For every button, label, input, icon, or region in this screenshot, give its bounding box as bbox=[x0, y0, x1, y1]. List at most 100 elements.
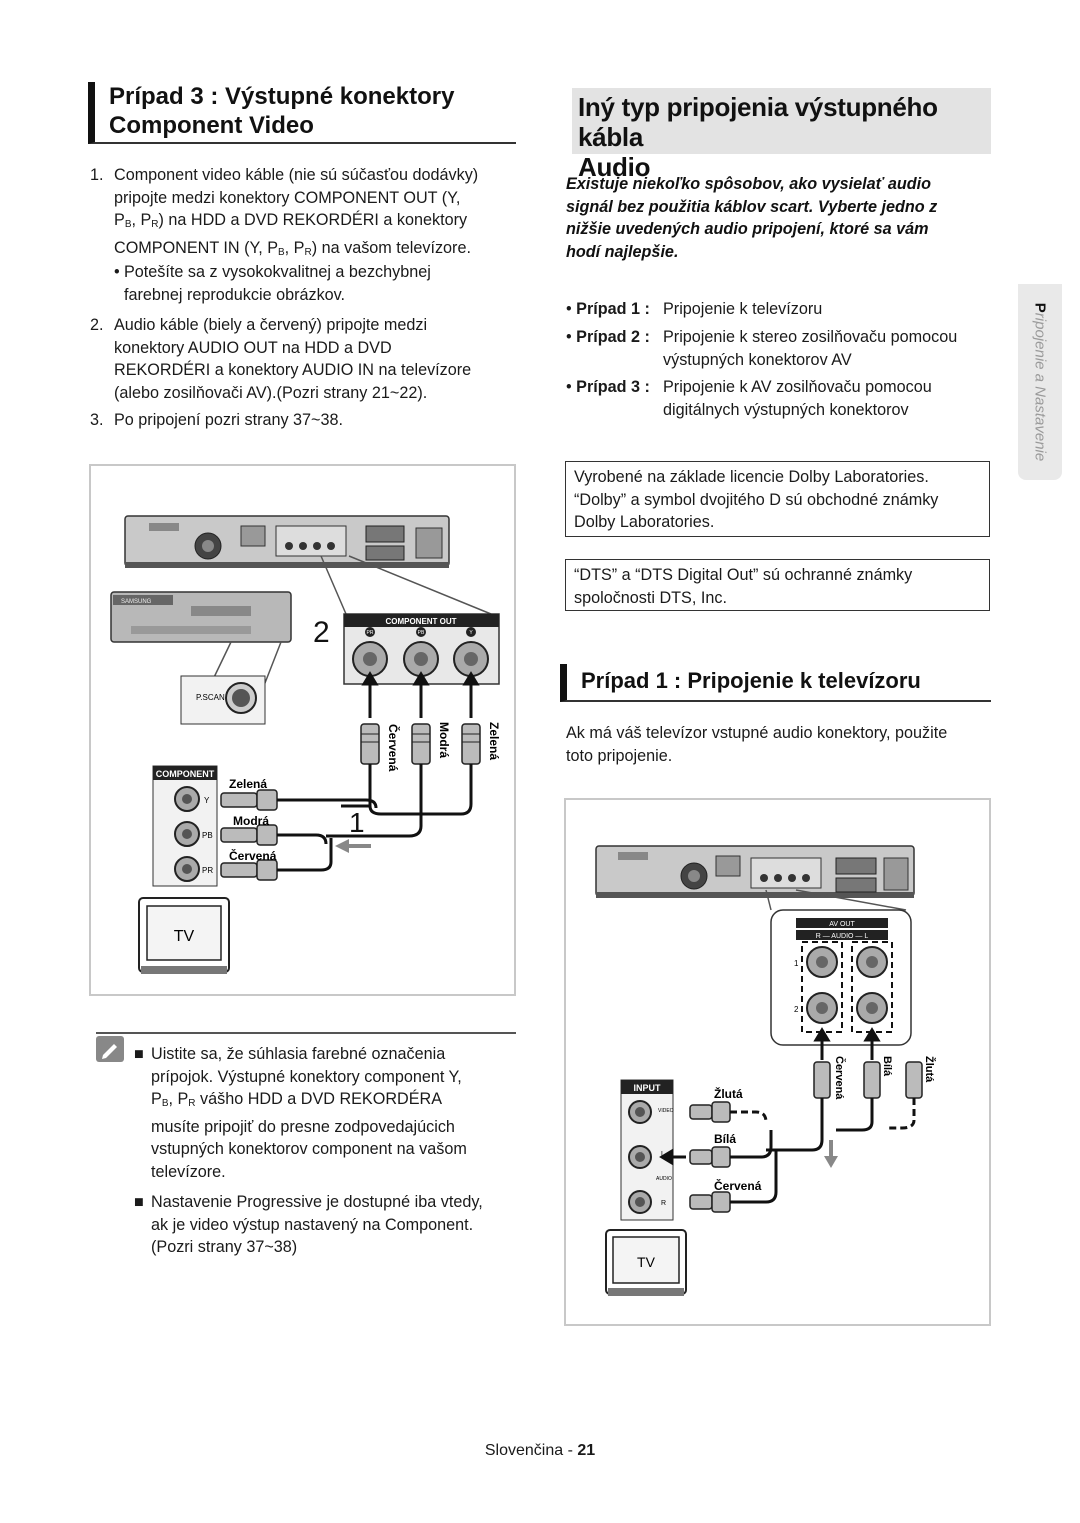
av-out-label: AV OUT bbox=[829, 921, 855, 928]
step-line: Audio káble (biely a červený) pripojte m… bbox=[114, 316, 428, 334]
step-line: Component video káble (nie sú súčasťou d… bbox=[114, 166, 479, 184]
step-line: pripojte medzi konektory COMPONENT OUT (… bbox=[114, 188, 461, 207]
chapter-side-tab: Pripojenie a Nastavenie bbox=[1018, 284, 1062, 480]
label-zelena: Zelená bbox=[229, 777, 267, 791]
note-item: ■ Nastavenie Progressive je dostupné iba… bbox=[134, 1191, 524, 1259]
bullet-1: • Potešíte sa z vysokokvalitnej a bezchy… bbox=[114, 261, 524, 306]
step-number: 1. bbox=[90, 166, 104, 184]
dolby-line: Vyrobené na základe licencie Dolby Labor… bbox=[574, 468, 929, 486]
description-line: toto pripojenie. bbox=[566, 746, 673, 765]
notes-list: ■ Uistite sa, že súhlasia farebné označe… bbox=[134, 1043, 524, 1263]
case-3: • Prípad 3 : Pripojenie k AV zosilňovaču… bbox=[566, 376, 932, 419]
note-line: prípojok. Výstupné konektory component Y… bbox=[151, 1067, 462, 1086]
component-diagram-svg: SAMSUNG 2 COMPONENT OUT PR PB Y P.SCAN bbox=[110, 515, 501, 974]
heading-line-2: Audio bbox=[578, 152, 651, 182]
label-zelena-vertical: Zelená bbox=[487, 722, 501, 760]
intro-line: signál bez použitia káblov scart. Vybert… bbox=[566, 197, 938, 216]
section-heading-audio: Iný typ pripojenia výstupného kábla Audi… bbox=[572, 88, 991, 182]
step-line: (alebo zosilňovači AV).(Pozri strany 21~… bbox=[114, 383, 428, 402]
bullet-line: farebnej reprodukcie obrázkov. bbox=[124, 285, 346, 304]
case-1-description: Ak má váš televízor vstupné audio konekt… bbox=[566, 722, 986, 767]
r-jack-label: R bbox=[661, 1200, 666, 1207]
section-heading-component-video: Prípad 3 : Výstupné konektory Component … bbox=[88, 82, 516, 144]
page-number: 21 bbox=[577, 1442, 596, 1459]
note-line: ak je video výstup nastavený na Componen… bbox=[151, 1215, 474, 1234]
square-bullet-icon: ■ bbox=[134, 1045, 144, 1063]
intro-line: hodí najlepšie. bbox=[566, 242, 679, 261]
note-pencil-icon bbox=[96, 1036, 124, 1062]
component-out-label: COMPONENT OUT bbox=[385, 617, 456, 626]
note-line: televízore. bbox=[151, 1162, 226, 1181]
case-text: výstupných konektorov AV bbox=[663, 350, 852, 369]
bullet-dot: • bbox=[114, 263, 120, 281]
jack-pb-label: PB bbox=[418, 630, 425, 636]
label-zluta-vertical: Žlutá bbox=[923, 1056, 936, 1083]
case-text: Pripojenie k televízoru bbox=[663, 300, 823, 318]
heading-line-1: Prípad 3 : Výstupné konektory bbox=[109, 83, 455, 110]
case-label: Prípad 3 : bbox=[576, 378, 650, 396]
audio-connection-diagram: AV OUT R — AUDIO — L 1 2 Červená Bílá Žl… bbox=[564, 798, 991, 1326]
dts-notice: “DTS” a “DTS Digital Out” sú ochranné zn… bbox=[565, 559, 990, 611]
l-jack-label: L bbox=[661, 1151, 665, 1158]
cases-list: • Prípad 1 : Pripojenie k televízoru • P… bbox=[566, 298, 996, 428]
audio-diagram-svg: AV OUT R — AUDIO — L 1 2 Červená Bílá Žl… bbox=[595, 845, 936, 1296]
case-label: Prípad 2 : bbox=[576, 328, 650, 346]
bullet-dot: • bbox=[566, 328, 577, 346]
jack-pr-input: PR bbox=[202, 866, 213, 875]
audio-rl-label: R — AUDIO — L bbox=[816, 933, 869, 940]
bullet-line: Potešíte sa z vysokokvalitnej a bezchybn… bbox=[124, 263, 431, 281]
audio-jack-label: AUDIO bbox=[656, 1176, 672, 1182]
label-zluta: Žlutá bbox=[714, 1086, 743, 1101]
chapter-side-label: Pripojenie a Nastavenie bbox=[1032, 303, 1049, 461]
jack-pr-label: PR bbox=[367, 630, 374, 636]
label-bila-vertical: Bílá bbox=[881, 1056, 893, 1077]
case-1: • Prípad 1 : Pripojenie k televízoru bbox=[566, 298, 822, 321]
tv-label: TV bbox=[637, 1254, 656, 1270]
dolby-notice: Vyrobené na základe licencie Dolby Labor… bbox=[565, 461, 990, 537]
pscan-label: P.SCAN bbox=[196, 693, 225, 702]
label-modra-vertical: Modrá bbox=[437, 722, 451, 758]
intro-line: nižšie uvedených audio pripojení, ktoré … bbox=[566, 220, 929, 238]
jack-y-label: Y bbox=[469, 630, 473, 636]
step-line: Po pripojení pozri strany 37~38. bbox=[114, 411, 344, 429]
note-line: musíte pripojiť do presne zodpovedajúcic… bbox=[151, 1117, 455, 1136]
component-video-diagram: SAMSUNG 2 COMPONENT OUT PR PB Y P.SCAN bbox=[89, 464, 516, 996]
step-1-number: 1 bbox=[349, 807, 365, 838]
label-cervena-vertical: Červená bbox=[833, 1056, 846, 1100]
page-footer: Slovenčina - 21 bbox=[0, 1442, 1080, 1460]
label-cervena: Červená bbox=[229, 848, 277, 863]
label-cervena: Červená bbox=[714, 1178, 762, 1193]
video-jack-label: VIDEO bbox=[658, 1108, 674, 1114]
case-text: digitálnych výstupných konektorov bbox=[663, 400, 909, 419]
description-line: Ak má váš televízor vstupné audio konekt… bbox=[566, 724, 948, 742]
step-line: COMPONENT IN (Y, PB, PR) na vašom televí… bbox=[114, 238, 471, 258]
row-2-label: 2 bbox=[794, 1005, 799, 1014]
case-text: Pripojenie k AV zosilňovaču pomocou bbox=[663, 378, 932, 396]
step-number: 3. bbox=[90, 411, 104, 429]
dts-line: “DTS” a “DTS Digital Out” sú ochranné zn… bbox=[574, 566, 913, 584]
bullet-dot: • bbox=[566, 300, 577, 318]
notes-divider bbox=[96, 1032, 516, 1034]
label-bila: Bílá bbox=[714, 1132, 736, 1146]
step-line: REKORDÉRI a konektory AUDIO IN na televí… bbox=[114, 361, 472, 379]
step-line: PB, PR) na HDD a DVD REKORDÉRI a konekto… bbox=[114, 211, 468, 230]
note-item: ■ Uistite sa, že súhlasia farebné označe… bbox=[134, 1043, 524, 1183]
row-1-label: 1 bbox=[794, 959, 799, 968]
intro-paragraph: Existuje niekoľko spôsobov, ako vysielať… bbox=[566, 173, 984, 263]
dts-line: spoločnosti DTS, Inc. bbox=[574, 588, 727, 607]
heading-line-2: Component Video bbox=[109, 112, 314, 139]
steps-list: 1. Component video káble (nie sú súčasťo… bbox=[90, 164, 520, 444]
note-line: vstupných konektorov component na vašom bbox=[151, 1140, 467, 1158]
square-bullet-icon: ■ bbox=[134, 1193, 144, 1211]
step-number: 2. bbox=[90, 316, 104, 334]
tv-label: TV bbox=[174, 928, 195, 945]
samsung-logo: SAMSUNG bbox=[121, 599, 152, 605]
chapter-text: ripojenie a Nastavenie bbox=[1031, 312, 1049, 462]
intro-line: Existuje niekoľko spôsobov, ako vysielať… bbox=[566, 175, 932, 193]
case-2: • Prípad 2 : Pripojenie k stereo zosilňo… bbox=[566, 326, 957, 369]
subheading-case-1: Prípad 1 : Pripojenie k televízoru bbox=[560, 664, 991, 702]
case-label: Prípad 1 : bbox=[576, 300, 650, 318]
footer-language: Slovenčina - bbox=[484, 1442, 578, 1459]
dolby-line: “Dolby” a symbol dvojitého D sú obchodné… bbox=[574, 490, 939, 509]
label-modra: Modrá bbox=[233, 814, 269, 828]
